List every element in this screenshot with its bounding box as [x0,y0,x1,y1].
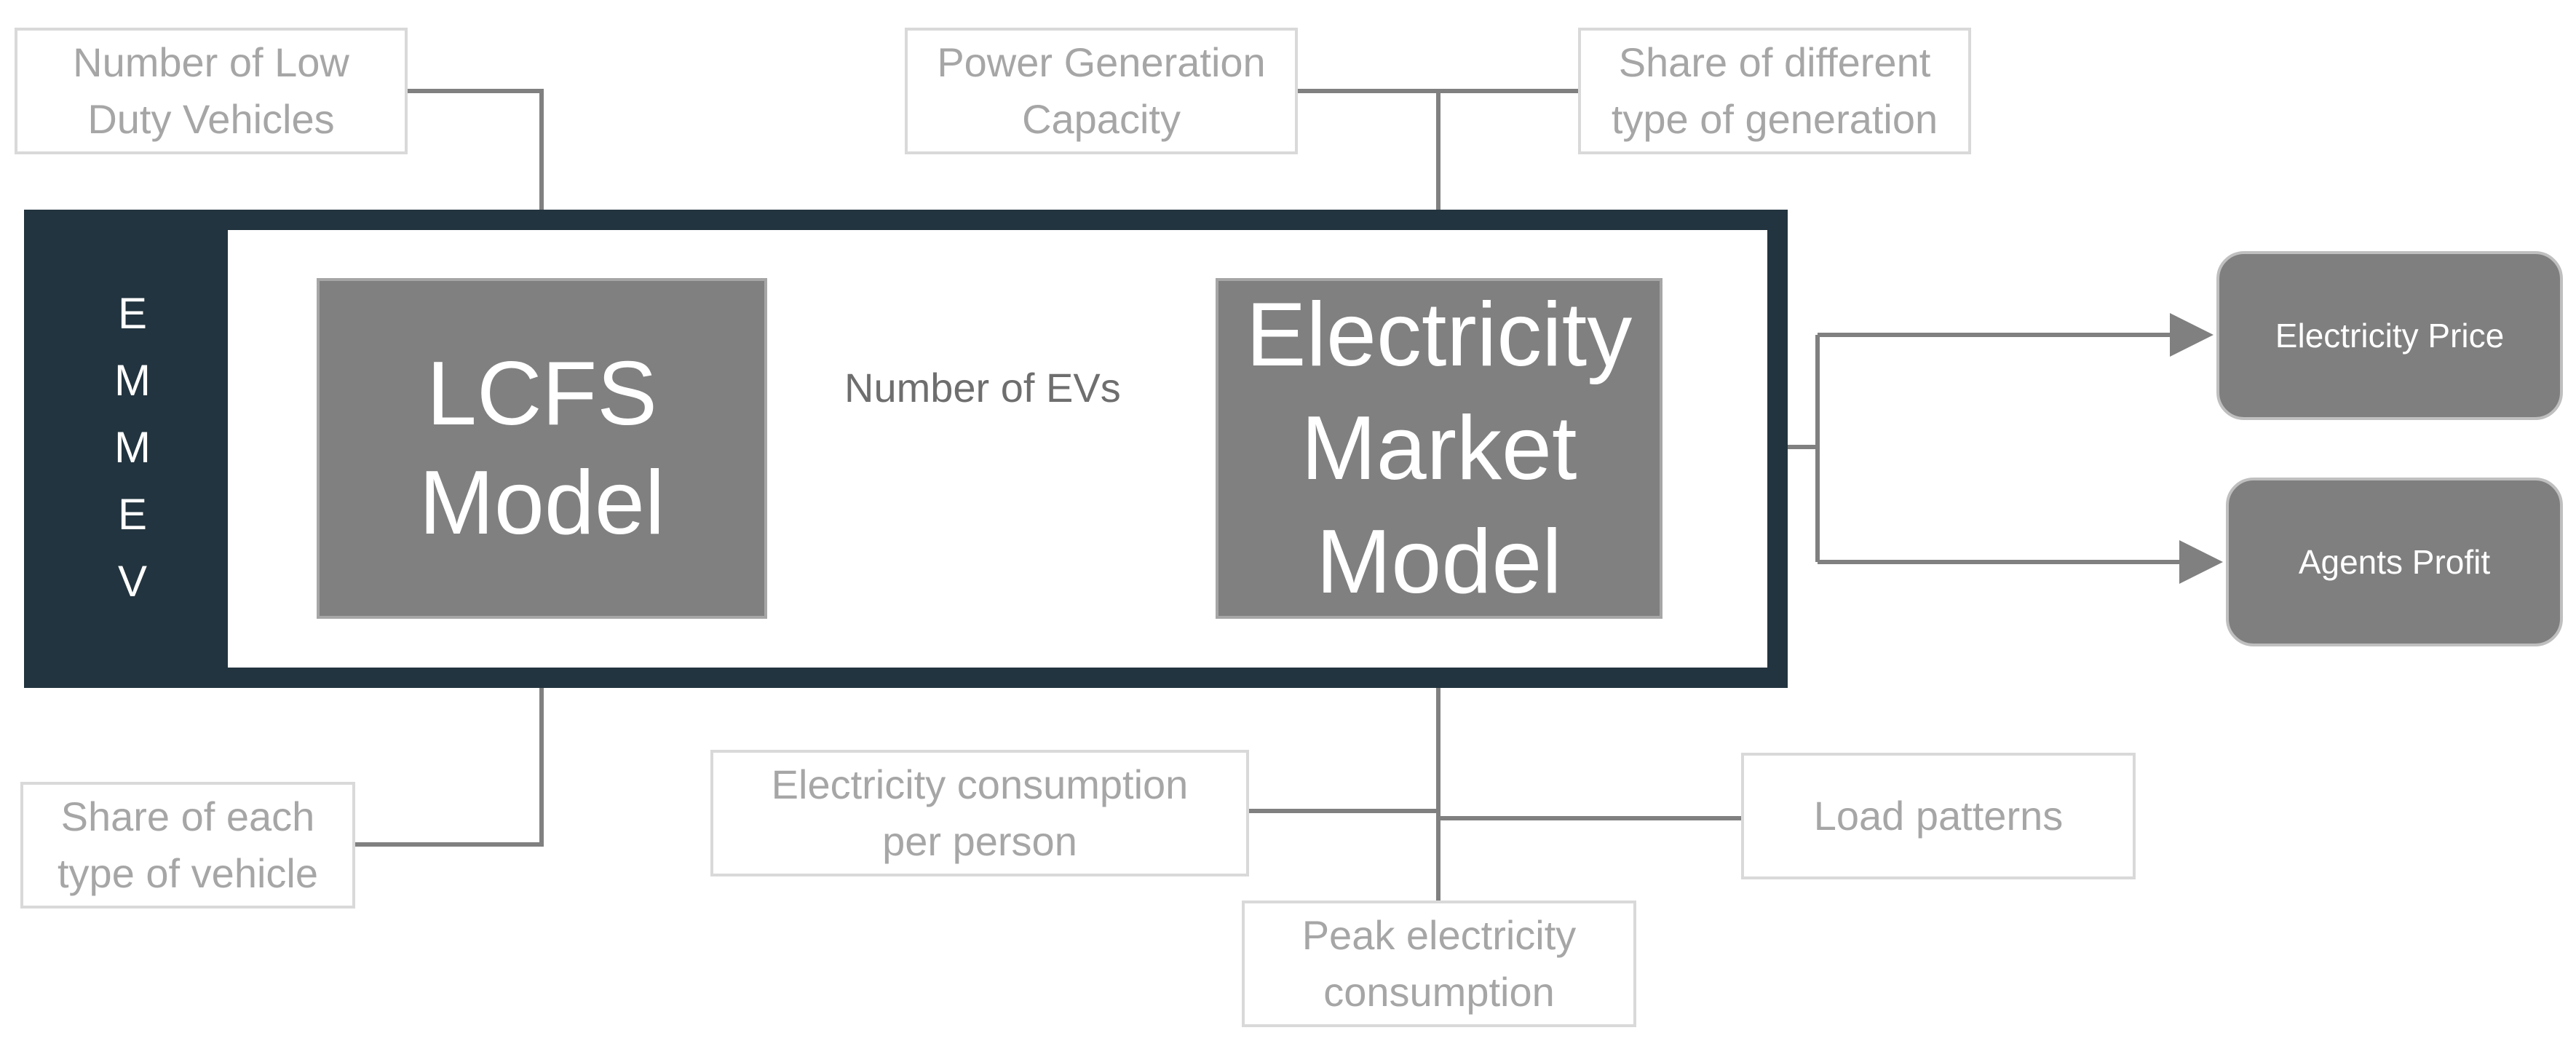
emmev-letter: M [114,423,151,472]
input-line: consumption [1323,969,1555,1015]
consumption-per-person-input: Electricity consumption per person [710,750,1249,876]
share-of-vehicle-type-input: Share of each type of vehicle [20,782,355,909]
emmev-letter: M [114,356,151,405]
lcfs-model-line: LCFS [427,344,657,444]
emmev-band [24,210,228,688]
emmev-label: E M M E V [111,280,154,615]
input-line: Duty Vehicles [87,96,335,142]
emmev-letter: E [117,490,148,539]
low-duty-vehicles-input: Number of Low Duty Vehicles [15,28,408,154]
input-line: Number of Low [73,39,349,85]
input-line: per person [882,818,1077,864]
input-line: Power Generation [937,39,1266,85]
input-line: Peak electricity [1301,912,1577,958]
emmev-letter: E [117,289,148,338]
power-generation-capacity-input: Power Generation Capacity [905,28,1298,154]
lcfs-model-line: Model [419,453,665,553]
agents-profit-output: Agents Profit [2226,478,2563,646]
output-label: Agents Profit [2298,543,2491,581]
connector-vehicle-share-to-lcfs [355,614,563,847]
peak-consumption-input: Peak electricity consumption [1242,901,1636,1027]
share-of-generation-input: Share of different type of generation [1578,28,1971,154]
input-line: type of vehicle [58,850,318,896]
emm-model-line: Market [1301,398,1577,499]
input-line: Electricity consumption [771,761,1189,807]
load-patterns-input: Load patterns [1741,753,2136,879]
electricity-market-model-box: Electricity Market Model [1216,278,1662,619]
number-of-evs-label: Number of EVs [844,365,1121,411]
electricity-price-output: Electricity Price [2216,251,2563,420]
input-line: Load patterns [1813,793,2064,839]
emm-model-line: Model [1316,512,1562,612]
output-label: Electricity Price [2275,317,2505,355]
emmev-letter: V [117,557,148,606]
input-line: Share of each [60,793,315,839]
input-line: Capacity [1022,96,1181,142]
emm-model-line: Electricity [1245,285,1633,385]
lcfs-model-box: LCFS Model [317,278,767,619]
input-line: type of generation [1611,96,1938,142]
input-line: Share of different [1618,39,1931,85]
